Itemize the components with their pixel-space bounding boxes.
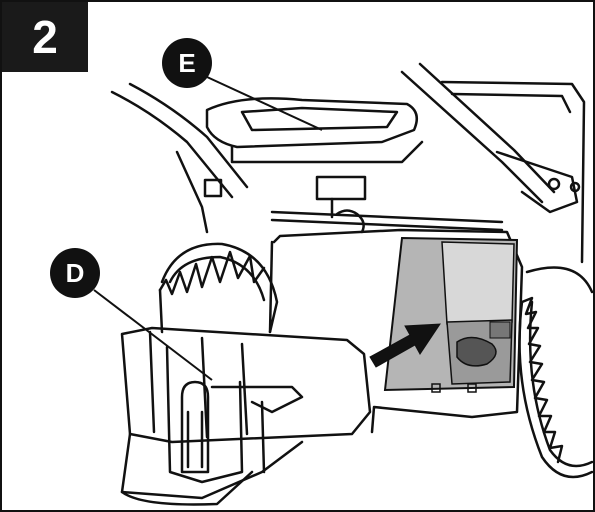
right-wheel (518, 266, 593, 479)
left-handle-bar (110, 90, 234, 199)
right-bracket (495, 150, 579, 214)
callout-e: E (162, 38, 212, 88)
leader-line-e (206, 76, 323, 131)
handle-grip (205, 97, 419, 149)
debris-chute-cover (120, 326, 372, 506)
arrow-indicator-icon (369, 323, 441, 368)
right-handle-bar (400, 70, 544, 204)
rear-housing (440, 80, 586, 264)
leader-line-d (93, 289, 213, 381)
step-number-badge: 2 (2, 2, 88, 72)
left-wheel (158, 242, 279, 334)
callout-d: D (50, 248, 100, 298)
internal-compartment (383, 236, 519, 393)
main-body (272, 228, 524, 434)
